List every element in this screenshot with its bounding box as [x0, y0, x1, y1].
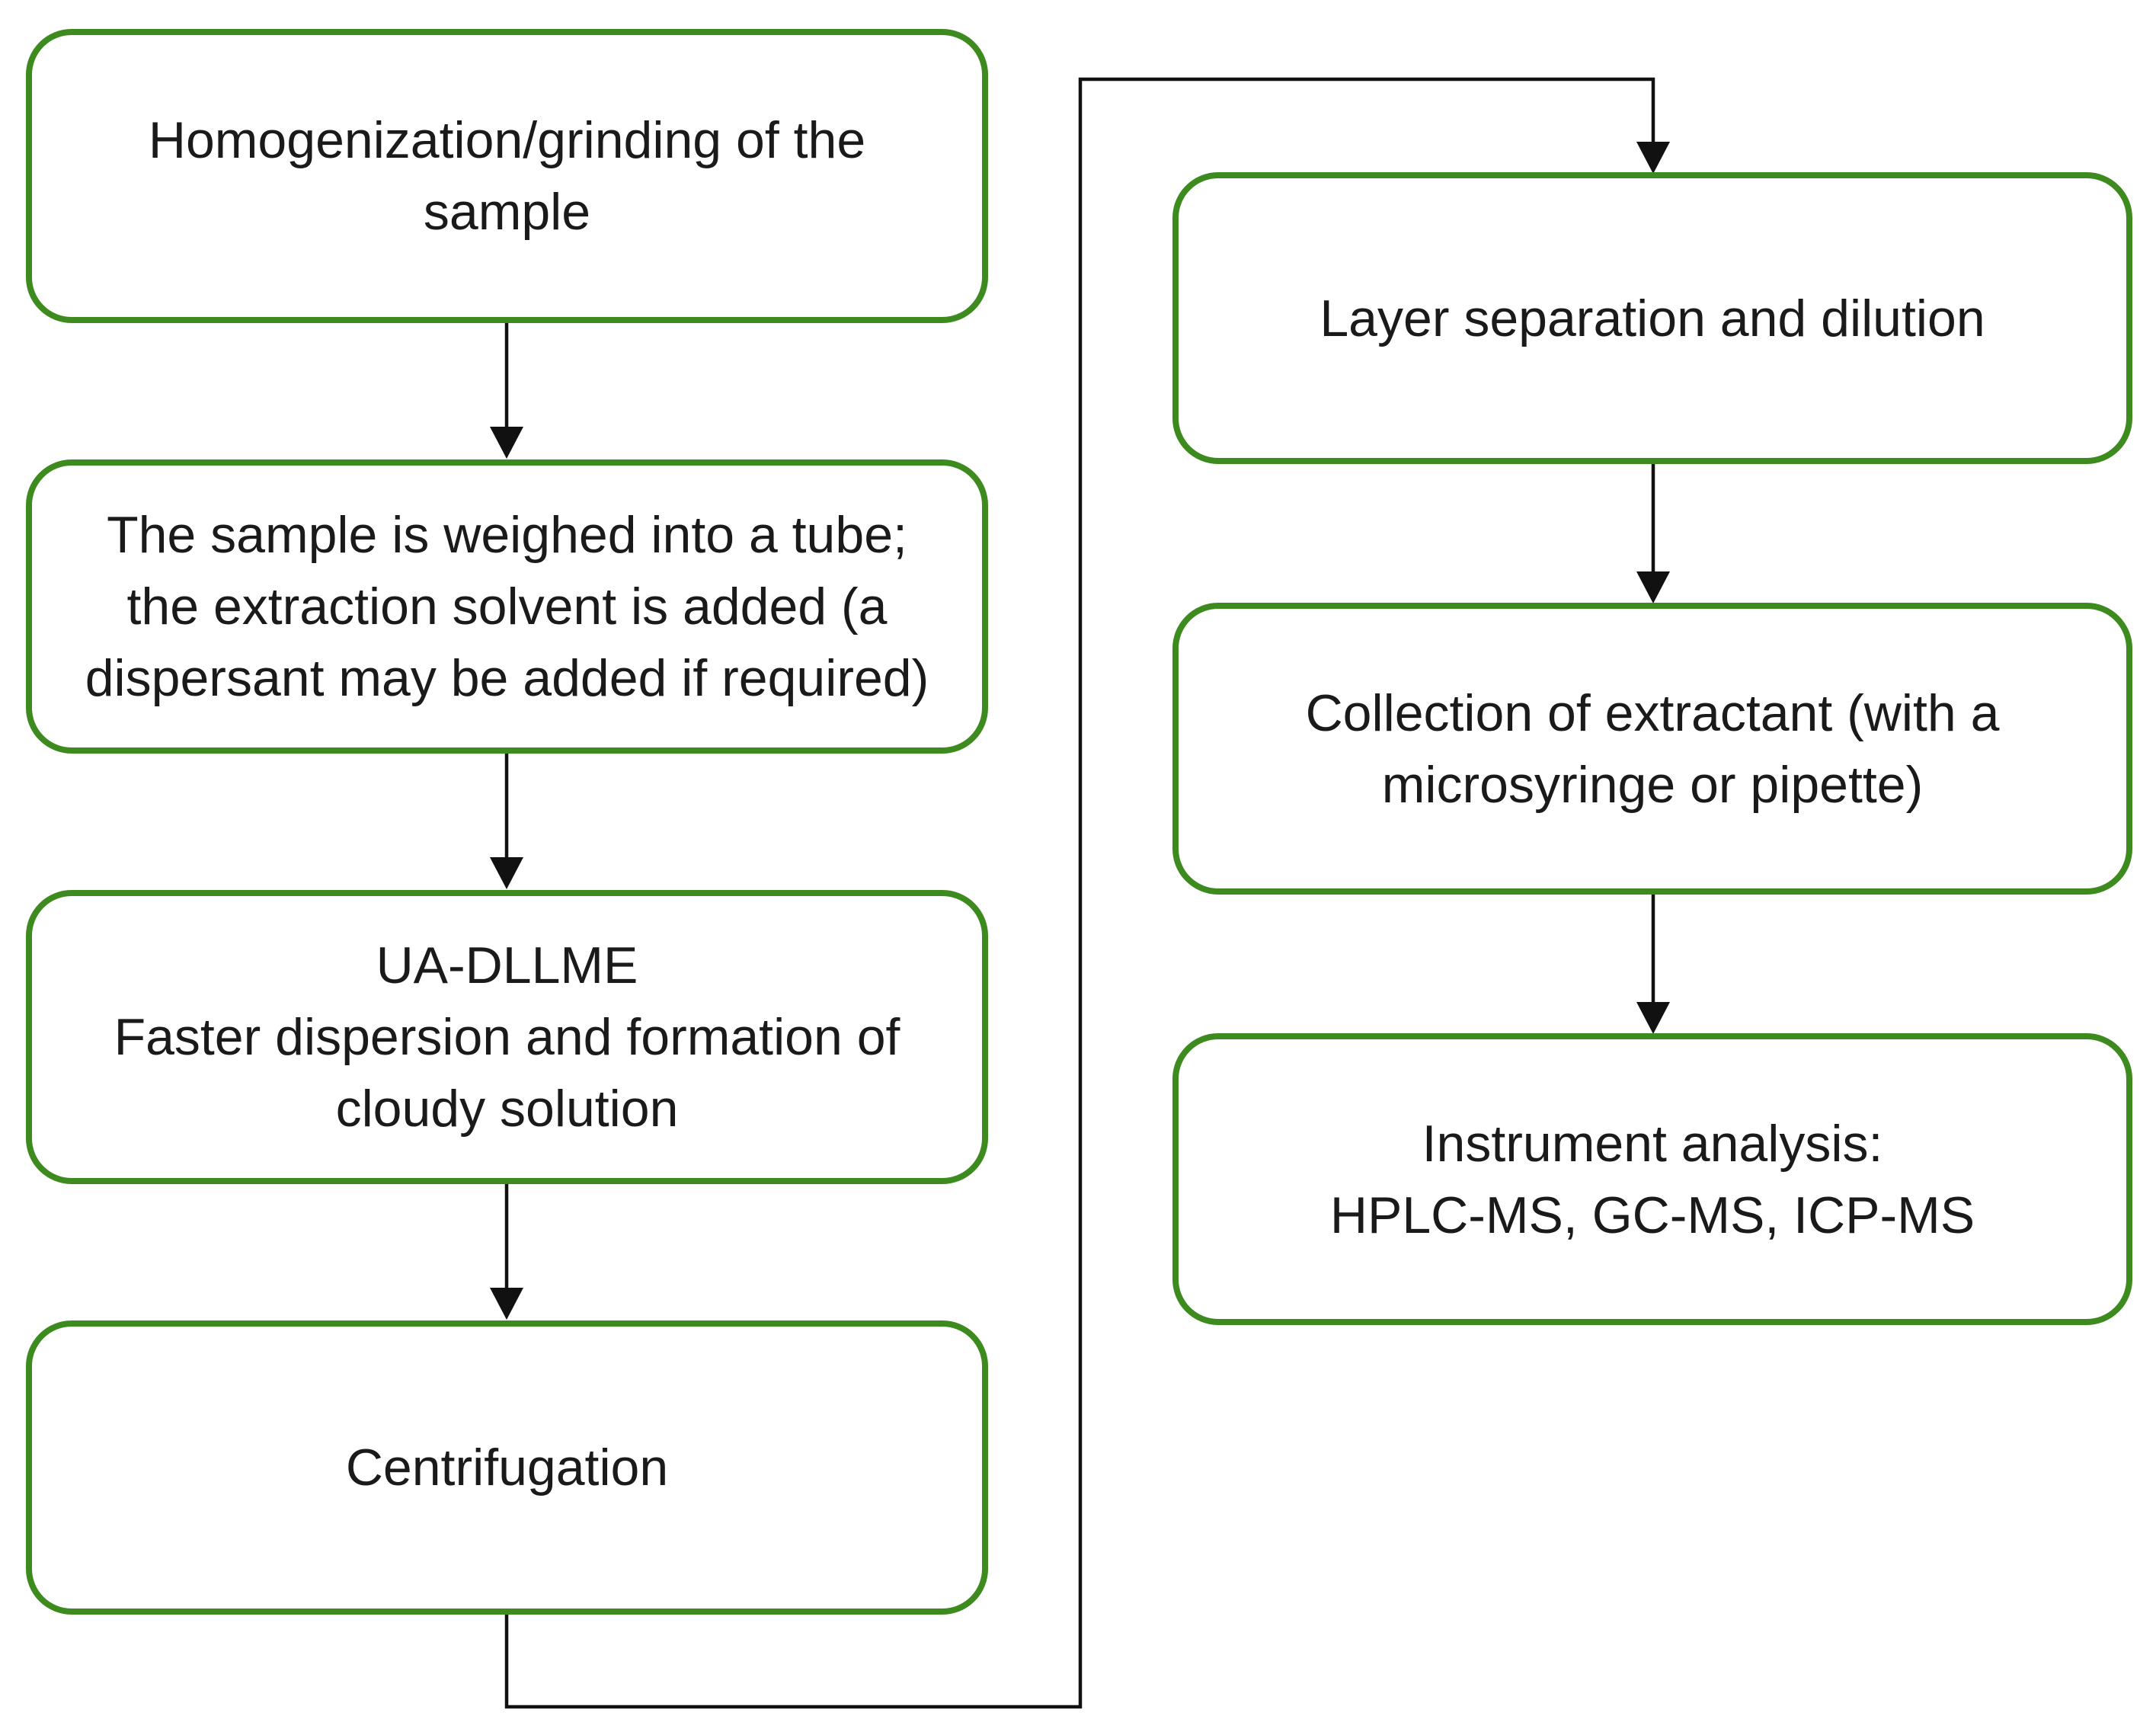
step-text-line: Layer separation and dilution [1320, 289, 1985, 347]
step-text-line: Instrument analysis: [1422, 1114, 1883, 1173]
step-text-line: dispersant may be added if required) [85, 649, 929, 707]
step-label-centrifugation: Centrifugation [29, 1324, 985, 1612]
step-label-collection: Collection of extractant (with a microsy… [1176, 606, 2129, 892]
step-label-instrument-analysis: Instrument analysis: HPLC-MS, GC-MS, ICP… [1176, 1036, 2129, 1322]
step-text-line: UA-DLLME [376, 936, 638, 994]
step-text-line: Collection of extractant (with a [1305, 683, 2000, 742]
step-box-weighing [26, 459, 988, 754]
step-text-line: Homogenization/grinding of the [148, 111, 866, 169]
connector-centrifugation-to-layer-separation [504, 77, 1655, 1709]
connectors [490, 77, 1670, 1709]
step-label-weighing: The sample is weighed into a tube; the e… [29, 463, 985, 751]
arrowhead-ua-dllme [490, 857, 523, 889]
step-text-line: The sample is weighed into a tube; [107, 506, 907, 564]
step-label-ua-dllme: UA-DLLME Faster dispersion and formation… [29, 893, 985, 1181]
step-box-ua-dllme [26, 890, 988, 1184]
step-box-layer-separation [1172, 172, 2132, 464]
step-text-line: Centrifugation [345, 1439, 669, 1497]
step-label-layer-separation: Layer separation and dilution [1176, 175, 2129, 461]
step-text-line: cloudy solution [335, 1080, 679, 1138]
step-text-line: Faster dispersion and formation of [114, 1008, 900, 1066]
arrowhead-instrument-analysis [1636, 1002, 1670, 1034]
step-box-collection [1172, 603, 2132, 895]
step-box-homogenization [26, 29, 988, 323]
step-text-line: microsyringe or pipette) [1381, 755, 1924, 814]
step-boxes [26, 29, 2132, 1615]
step-box-centrifugation [26, 1320, 988, 1615]
step-text-line: the extraction solvent is added (a [126, 578, 888, 635]
step-label-homogenization: Homogenization/grinding of the sample [29, 32, 985, 320]
step-text-line: HPLC-MS, GC-MS, ICP-MS [1329, 1186, 1975, 1244]
arrowhead-collection [1636, 571, 1670, 603]
arrowhead-weighing [490, 427, 523, 459]
step-box-instrument-analysis [1172, 1033, 2132, 1325]
arrowhead-layer-separation [1636, 142, 1670, 174]
step-text-line: sample [423, 183, 591, 241]
arrowhead-centrifugation [490, 1288, 523, 1320]
